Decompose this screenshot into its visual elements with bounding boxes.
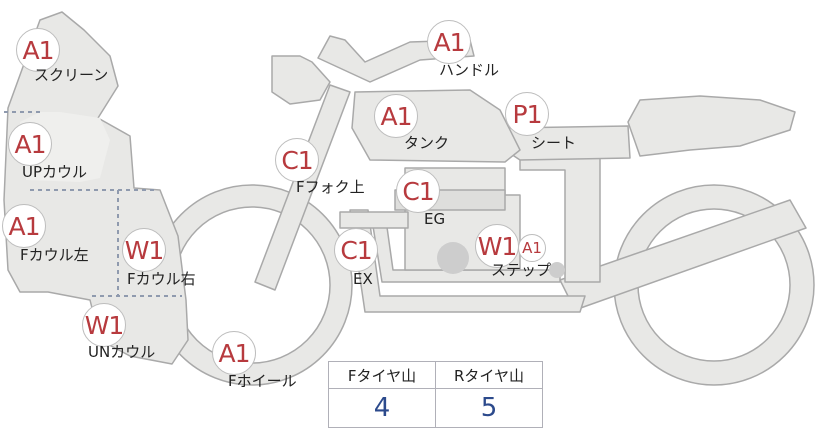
label-f-cowl-right: Fカウル右: [127, 270, 196, 288]
badge-handle: A1: [427, 20, 471, 64]
step-peg: [549, 262, 565, 278]
label-handle: ハンドル: [439, 61, 500, 79]
rear-tire-value: 5: [435, 388, 543, 428]
badge-screen: A1: [16, 28, 60, 72]
badge-f-cowl-left: A1: [2, 204, 46, 248]
badge-exhaust: C1: [334, 228, 378, 272]
tire-tread-header-row: Fタイヤ山 Rタイヤ山: [328, 361, 543, 389]
badge-up-cowl: A1: [8, 122, 52, 166]
label-screen: スクリーン: [34, 66, 109, 84]
rear-fender: [627, 95, 796, 157]
tire-tread-value-row: 4 5: [328, 388, 543, 428]
front-tire-header: Fタイヤ山: [328, 361, 436, 389]
label-step: ステップ: [491, 261, 552, 279]
rear-tire-header: Rタイヤ山: [435, 361, 543, 389]
badge-seat: P1: [505, 92, 549, 136]
badge-step-secondary: A1: [518, 234, 546, 262]
front-tire-value: 4: [328, 388, 436, 428]
badge-f-wheel: A1: [212, 331, 256, 375]
label-f-cowl-left: Fカウル左: [20, 246, 89, 264]
front-fork: [254, 84, 351, 291]
tire-tread-table: Fタイヤ山 Rタイヤ山 4 5: [328, 361, 543, 428]
badge-f-fork-upper: C1: [275, 138, 319, 182]
label-seat: シート: [531, 134, 577, 152]
badge-tank: A1: [374, 94, 418, 138]
exhaust-tip: [339, 211, 409, 229]
fairing: [3, 11, 189, 365]
label-engine: EG: [424, 210, 446, 228]
label-exhaust: EX: [353, 270, 373, 288]
label-f-fork-upper: Fフォク上: [296, 178, 365, 196]
label-tank: タンク: [404, 134, 450, 152]
badge-step: W1: [475, 224, 519, 268]
label-up-cowl: UPカウル: [22, 163, 88, 181]
badge-engine: C1: [396, 169, 440, 213]
headlight: [271, 55, 331, 105]
exhaust-pipe: [349, 209, 586, 313]
badge-f-cowl-right: W1: [122, 228, 166, 272]
badge-un-cowl: W1: [82, 303, 126, 347]
label-f-wheel: Fホイール: [228, 372, 297, 390]
label-un-cowl: UNカウル: [88, 343, 156, 361]
engine-cover: [437, 242, 469, 274]
